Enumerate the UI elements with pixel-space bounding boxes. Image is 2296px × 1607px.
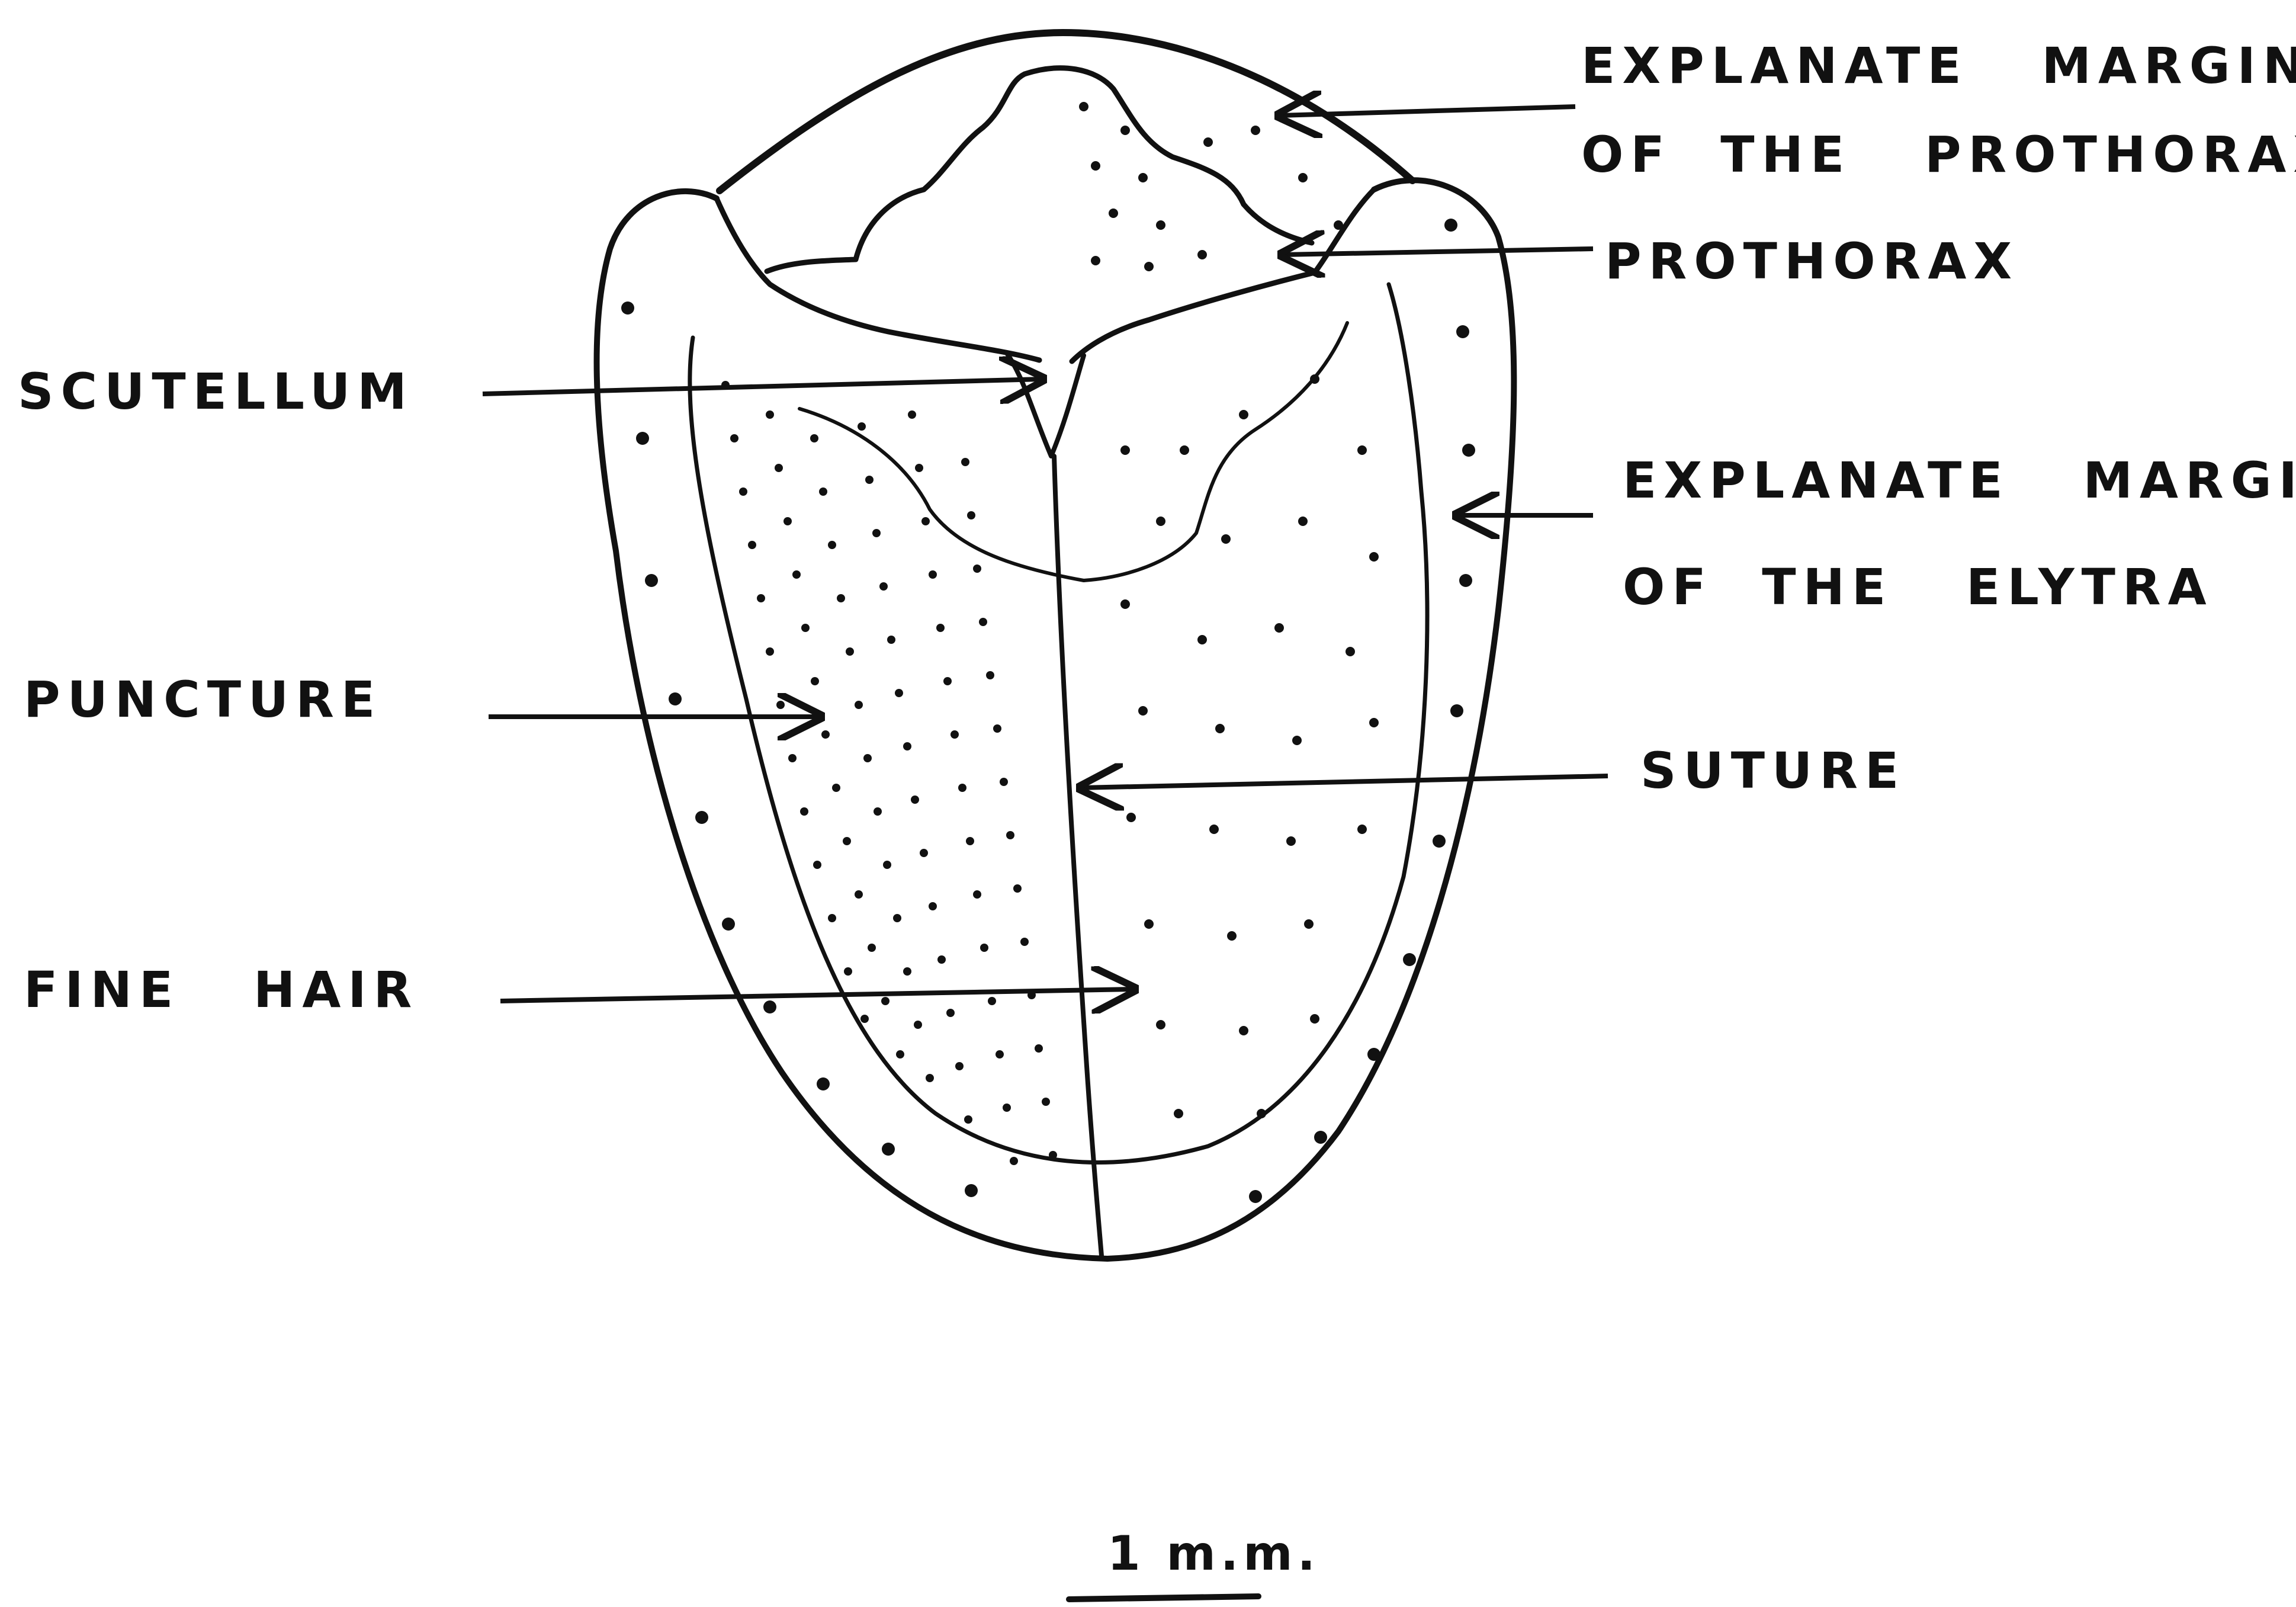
label-suture: SUTURE [1640,742,1906,800]
label-fine-hair: FINE HAIR [24,961,419,1019]
label-pointers [483,107,1608,1001]
puncture-row-4 [858,422,972,1124]
puncture-rows [621,102,1475,1203]
scale-bar-label: 1 m.m. [1107,1526,1320,1581]
margin-punctures-right [1249,219,1475,1203]
label-explanate-prothorax-line1: EXPLANATE MARGIN [1581,37,2296,95]
label-scutellum: SCUTELLUM [18,363,414,421]
pointer-suture [1081,776,1608,788]
beetle-drawing [597,33,1514,1259]
label-prothorax: PROTHORAX [1605,232,2019,290]
pointer-fine-hair [500,989,1134,1001]
puncture-row-3 [810,434,934,1082]
label-puncture: PUNCTURE [24,671,382,729]
puncture-row-1 [721,381,869,1023]
label-explanate-elytra-line2: OF THE ELYTRA [1623,558,2214,616]
scale-bar: 1 m.m. [1069,1526,1320,1599]
right-elytron-hair-dots [1120,374,1379,1118]
scutellum-shape [1007,353,1084,456]
scale-bar-line [1069,1596,1258,1599]
label-explanate-elytra-line1: EXPLANATE MARGIN [1623,451,2296,509]
margin-punctures-left [621,301,978,1197]
label-explanate-prothorax-line2: OF THE PROTHORAX [1581,126,2296,184]
pointer-scutellum [483,379,1042,394]
puncture-row-2 [766,410,904,1058]
prothorax-dots [1079,102,1343,271]
elytra-explanate-inner-line [690,284,1427,1162]
elytra-outer-margin-right [1107,180,1514,1259]
elytra-outer-margin-left [597,191,1107,1259]
elytra-base-left [717,198,1039,360]
labels: EXPLANATE MARGIN OF THE PROTHORAX PROTHO… [18,37,2296,1019]
prothorax-explanate-margin-outline [720,33,1412,191]
puncture-row-5 [908,410,1018,1165]
